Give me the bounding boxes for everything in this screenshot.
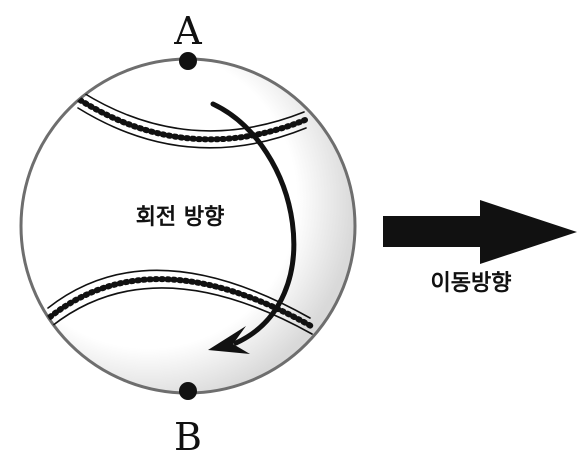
rotation-direction-label: 회전 방향 <box>136 205 225 230</box>
top-seam <box>77 91 308 149</box>
movement-direction-label: 이동방향 <box>431 271 512 296</box>
movement-arrow <box>383 200 577 264</box>
point-a-dot <box>179 52 197 70</box>
point-a-label: A <box>173 9 202 53</box>
rotation-arrow <box>210 101 297 346</box>
point-b-label: B <box>174 415 202 459</box>
rotation-label-box <box>112 196 248 236</box>
rotation-arrowhead <box>208 326 250 354</box>
point-b-dot <box>179 382 197 400</box>
